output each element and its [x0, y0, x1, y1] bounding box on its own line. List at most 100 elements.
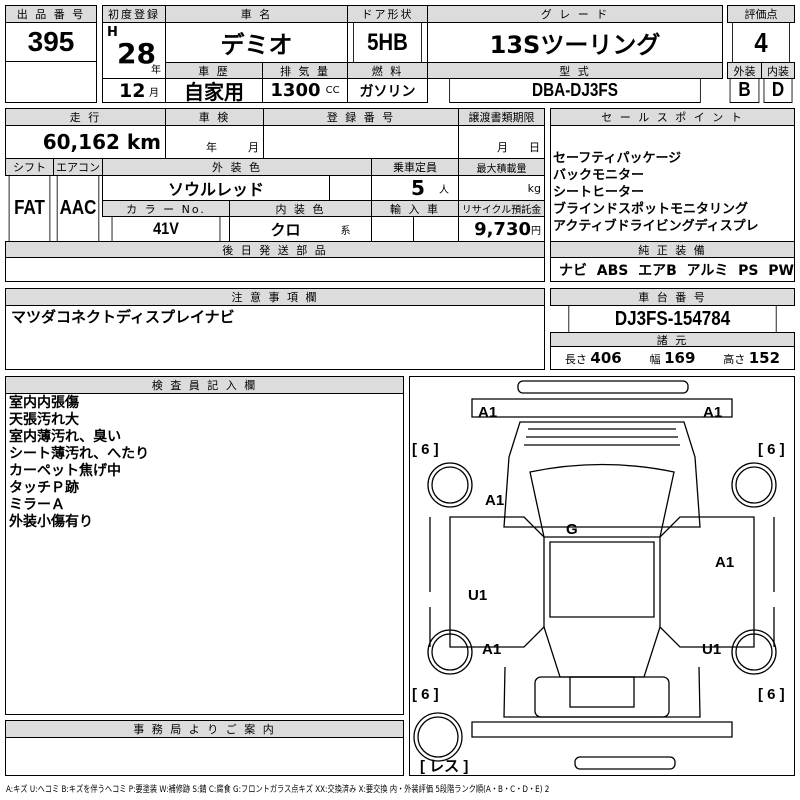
inspector-label: 検 査 員 記 入 欄	[5, 376, 404, 394]
dims-label: 諸 元	[550, 332, 795, 347]
door-type: 5HB	[353, 22, 422, 63]
inspector-notes: 室内内張傷 天張汚れ大 室内薄汚れ、臭い シート薄汚れ、へたり カーペット焦げ中…	[5, 393, 404, 715]
model: DBA-DJ3FS	[449, 78, 701, 103]
transfer-day-unit: 日	[529, 141, 540, 154]
displacement-value: 1300	[270, 80, 321, 101]
inspection-label: 車 検	[165, 108, 264, 126]
inspector-note: ミラーＡ	[9, 497, 65, 513]
notes-label: 注 意 事 項 欄	[5, 288, 545, 306]
displacement: 1300 CC	[262, 78, 348, 103]
import-label: 輸 入 車	[371, 200, 459, 217]
lot-label: 出 品 番 号	[5, 5, 97, 23]
first-reg-year: H 28 年	[102, 22, 166, 79]
import-1	[371, 216, 414, 242]
sales-points: セーフティパッケージ バックモニター シートヒーター ブラインドスポットモニタリ…	[550, 125, 795, 242]
car-diagram: A1 A1 A1 A1 G U1 A1 U1 [ 6 ] [ 6 ] [ 6 ]…	[409, 376, 795, 776]
length: 長さ 406	[565, 349, 622, 367]
tire-front-left: [ 6 ]	[412, 441, 439, 458]
tire-rear-left: [ 6 ]	[412, 686, 439, 703]
year: 28	[117, 37, 156, 70]
ext-color-label: 外 装 色	[102, 158, 372, 176]
width-value: 169	[664, 349, 696, 367]
tire-rear-right: [ 6 ]	[758, 686, 785, 703]
inspector-note: 外装小傷有り	[9, 514, 93, 530]
max-load: kg	[458, 175, 545, 201]
inspector-note: 室内薄汚れ、臭い	[9, 429, 122, 445]
sales-point: セーフティパッケージ	[553, 151, 682, 166]
sales-point: ブラインドスポットモニタリング	[553, 202, 749, 217]
capacity-unit: 人	[438, 184, 449, 196]
int-score-label: 内装	[761, 62, 795, 79]
notes: マツダコネクトディスプレイナビ	[5, 305, 545, 370]
sales-points-label: セ ー ル ス ポ イ ン ト	[550, 108, 795, 126]
length-value: 406	[590, 349, 622, 367]
mileage: 60,162 km	[5, 125, 166, 159]
car-outline-icon: A1 A1 A1 A1 G U1 A1 U1 [ 6 ] [ 6 ] [ 6 ]…	[412, 380, 785, 775]
sales-point: アクティブドライビングディスプレ	[553, 219, 759, 234]
height-value: 152	[748, 349, 781, 367]
spare-tire: [ レス ]	[420, 758, 468, 775]
later-parts-label: 後 日 発 送 部 品	[5, 241, 545, 258]
chassis-label: 車 台 番 号	[550, 288, 795, 306]
ext-score-label: 外装	[727, 62, 762, 79]
reg-no-label: 登 録 番 号	[263, 108, 459, 126]
dimensions: 長さ 406 幅 169 高さ 152	[550, 346, 795, 370]
color-no: 41V	[111, 216, 221, 242]
month-unit: 月	[149, 88, 159, 99]
ext-color: ソウルレッド	[102, 175, 330, 201]
int-color: クロ 系	[229, 216, 372, 242]
int-color-value: クロ	[270, 220, 301, 239]
fuel: ガソリン	[347, 78, 428, 103]
history-label: 車 歴	[165, 62, 263, 79]
score: 4	[732, 22, 790, 63]
grade-label: グ レ ー ド	[427, 5, 723, 23]
fuel-label: 燃 料	[347, 62, 428, 79]
capacity-label: 乗車定員	[371, 158, 459, 176]
mileage-label: 走 行	[5, 108, 166, 126]
legend: A:キズ U:ヘコミ B:キズを伴うヘコミ P:要塗装 W:補修跡 S:錆 C:…	[6, 785, 550, 795]
month: 12	[119, 80, 146, 102]
equipment: ナビ ABS エアB アルミ PS PW	[550, 257, 795, 282]
grade: 13Sツーリング	[427, 22, 723, 63]
tire-front-right: [ 6 ]	[758, 441, 785, 458]
mark-front-right: A1	[703, 404, 722, 421]
mark-front-left: A1	[478, 404, 497, 421]
displacement-label: 排 気 量	[262, 62, 348, 79]
ext-color-extra	[329, 175, 372, 201]
max-load-label: 最大積載量	[458, 158, 545, 176]
inspector-note: 天張汚れ大	[9, 412, 79, 428]
transfer-date: 月日	[458, 125, 545, 159]
sales-point: シートヒーター	[553, 185, 645, 200]
displacement-unit: CC	[325, 85, 340, 96]
notes-text: マツダコネクトディスプレイナビ	[11, 308, 235, 326]
int-color-unit: 系	[340, 225, 351, 237]
inspection-year-unit: 年	[206, 141, 217, 154]
era: H	[107, 25, 118, 40]
shift: FAT	[8, 175, 51, 242]
height: 高さ 152	[723, 349, 780, 367]
mark-rear-door-left: U1	[468, 587, 487, 604]
first-reg-month: 12 月	[102, 78, 166, 103]
inspection-month-unit: 月	[248, 141, 259, 154]
height-label: 高さ	[723, 353, 746, 366]
chassis-number: DJ3FS-154784	[568, 305, 777, 333]
mark-windshield: G	[566, 521, 578, 538]
car-name-label: 車 名	[165, 5, 348, 23]
int-score: D	[763, 78, 793, 103]
width-label: 幅	[649, 353, 661, 366]
color-no-label: カ ラ ー No.	[102, 200, 230, 217]
inspector-note: 室内内張傷	[9, 395, 79, 411]
mark-front-door-left: A1	[485, 492, 504, 509]
length-label: 長さ	[564, 353, 587, 366]
inspector-note: カーペット焦げ中	[9, 463, 121, 479]
ext-score: B	[729, 78, 760, 103]
ac: AAC	[56, 175, 100, 242]
inspector-note: タッチＰ跡	[9, 480, 79, 496]
transfer-label: 譲渡書類期限	[458, 108, 545, 126]
later-parts	[5, 257, 545, 282]
mark-rear-right: U1	[702, 641, 721, 658]
year-unit: 年	[151, 65, 161, 76]
inspection-date: 年月	[165, 125, 264, 159]
